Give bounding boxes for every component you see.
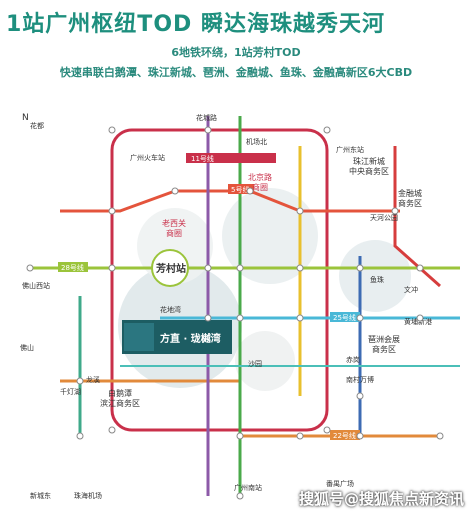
label-huangpu: 黄埔新港 xyxy=(404,317,432,326)
label-jinrongcheng: 金融城 xyxy=(398,188,422,198)
bubble-haizhu xyxy=(235,331,295,391)
fangcun-station-marker[interactable] xyxy=(151,249,189,287)
metro-map: 11号线 5号线 28号线 25号线 22号线 N 花都 芳村站 方直 · 珑樾… xyxy=(20,113,460,500)
compass-n: N xyxy=(22,113,29,123)
label-zhuhai-jichang: 珠海机场 xyxy=(74,491,102,500)
label-wenchong: 文冲 xyxy=(404,285,418,294)
project-brand-label: 方直 · 珑樾湾 xyxy=(160,332,221,345)
label-laoxiguan-2: 商圈 xyxy=(166,228,182,238)
label-zhujiang-newtown-2: 中央商务区 xyxy=(349,166,389,176)
label-huadu: 花都 xyxy=(30,121,44,130)
line-28-label: 28号线 xyxy=(61,263,84,272)
label-pazhou-2: 商务区 xyxy=(372,344,396,354)
bubble-zhujiang xyxy=(222,188,318,284)
line-5-label: 5号线 xyxy=(231,185,249,194)
label-beijinglu: 北京路 xyxy=(248,172,272,182)
label-fangcun: 芳村站 xyxy=(156,262,186,275)
label-foshan-xi: 佛山西站 xyxy=(22,281,50,290)
page-subtitle-cbd: 快速串联白鹅潭、珠江新城、琶洲、金融城、鱼珠、金融高新区6大CBD xyxy=(59,66,413,79)
bubble-jinrong xyxy=(339,240,411,312)
page-subtitle: 6地铁环绕，1站芳村TOD xyxy=(171,46,301,59)
label-chigang: 赤岗 xyxy=(346,356,360,364)
station-dots xyxy=(26,126,444,500)
label-foshan: 佛山 xyxy=(20,343,34,352)
line-25-label: 25号线 xyxy=(333,313,356,322)
line-11-label: 11号线 xyxy=(191,154,214,163)
label-yuzhu: 鱼珠 xyxy=(370,275,384,284)
label-baietan-2: 滨江商务区 xyxy=(100,398,140,408)
label-huadiwan: 花地湾 xyxy=(160,305,181,314)
page-title: 1站广州枢纽TOD 瞬达海珠越秀天河 xyxy=(6,12,385,37)
label-qianduo: 千灯湖 xyxy=(60,387,81,396)
watermark: 搜狐号@搜狐焦点新资讯 xyxy=(298,490,464,508)
label-laoxiguan: 老西关 xyxy=(162,218,186,228)
label-panyu: 番禺广场 xyxy=(326,479,354,488)
line-red-right xyxy=(393,146,441,288)
label-guangzhou-huochezhan: 广州火车站 xyxy=(130,153,165,162)
label-nancun: 南村万博 xyxy=(346,375,374,384)
label-longxi: 龙溪 xyxy=(86,375,100,384)
label-guangzhou-dongzhan: 广州东站 xyxy=(336,145,364,154)
label-beijinglu-2: 商圈 xyxy=(252,182,268,192)
label-zhujiang-newtown: 珠江新城 xyxy=(353,156,385,166)
label-huachengzhan: 花城路 xyxy=(196,113,217,122)
label-guangzhounan: 广州南站 xyxy=(234,483,262,492)
label-baietan: 白鹅潭 xyxy=(108,388,132,398)
line-22-label: 22号线 xyxy=(333,431,356,440)
label-shachen: 沙园 xyxy=(248,360,262,368)
label-xinchengdong: 新城东 xyxy=(30,491,51,500)
label-jinrongcheng-2: 商务区 xyxy=(398,198,422,208)
label-pazhou: 琶洲会展 xyxy=(368,334,400,344)
header: 1站广州枢纽TOD 瞬达海珠越秀天河 6地铁环绕，1站芳村TOD 快速串联白鹅潭… xyxy=(0,0,472,112)
line-11-ring xyxy=(110,128,329,432)
label-tianhe: 天河公园 xyxy=(370,214,398,222)
label-jiguanbei: 机场北 xyxy=(246,137,267,146)
